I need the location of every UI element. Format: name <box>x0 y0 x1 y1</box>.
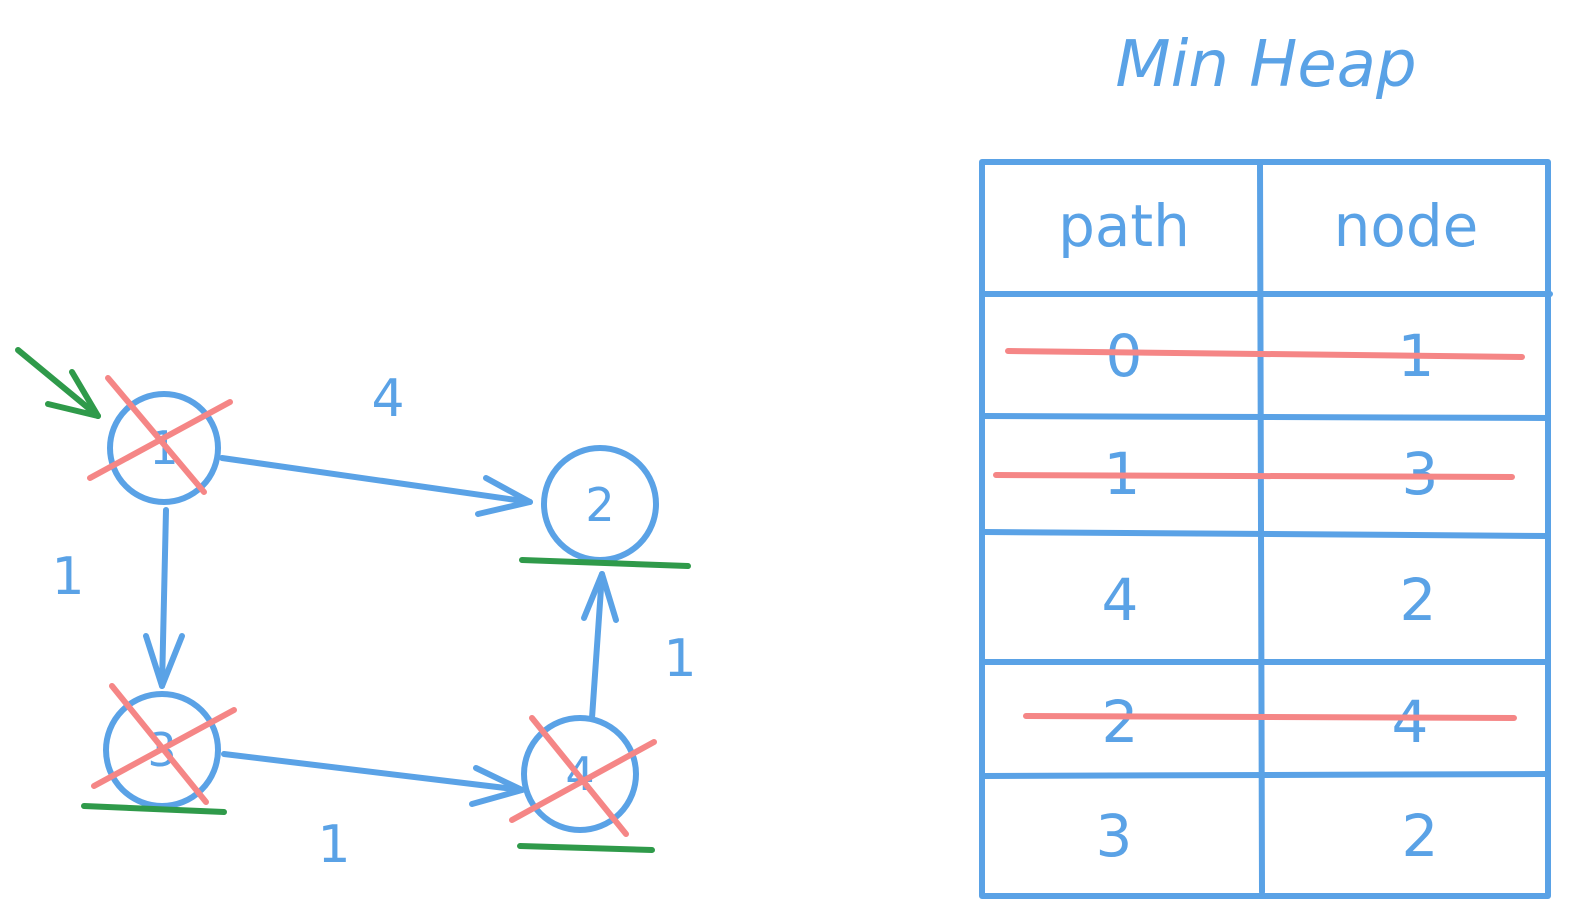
edge-3-4 <box>221 751 525 807</box>
graph-node-3: 3 <box>81 683 237 815</box>
heap-title: Min Heap <box>1115 28 1416 102</box>
edge-4-2 <box>581 571 619 721</box>
cross-mark <box>509 715 657 837</box>
cell-node: 2 <box>1402 802 1439 870</box>
heap-row: 0 1 <box>1005 322 1525 390</box>
heap-table-grid <box>979 159 1553 899</box>
strike-through <box>1005 348 1525 360</box>
heap-row: 3 2 <box>1096 802 1439 870</box>
heap-row: 2 4 <box>1023 688 1517 756</box>
visited-underline <box>517 843 655 853</box>
edge-1-2 <box>219 455 533 517</box>
cell-node: 4 <box>1392 688 1429 756</box>
strike-through <box>1023 713 1517 721</box>
graph-node-4: 4 <box>509 715 657 853</box>
column-header-path: path <box>1058 192 1190 260</box>
edge-weight-1-2: 4 <box>371 369 404 429</box>
heap-row: 1 3 <box>993 440 1515 508</box>
edge-weight-3-4: 1 <box>317 815 350 875</box>
visited-underline <box>519 557 691 569</box>
min-heap: Min Heap path node 0 1 1 3 <box>979 28 1553 899</box>
column-header-node: node <box>1334 192 1479 260</box>
edge-weight-4-2: 1 <box>663 629 696 689</box>
graph-node-1: 1 <box>87 375 233 505</box>
start-arrow <box>15 347 101 419</box>
cross-mark <box>87 375 233 495</box>
cross-mark <box>91 683 237 805</box>
cell-path: 0 <box>1106 322 1143 390</box>
cell-path: 2 <box>1102 688 1139 756</box>
cell-node: 2 <box>1400 566 1437 634</box>
edge-weight-1-3: 1 <box>51 547 84 607</box>
cell-path: 3 <box>1096 802 1133 870</box>
graph-node-2: 2 <box>519 445 691 569</box>
graph: 4 1 1 1 1 2 3 <box>15 347 697 875</box>
edge-1-3 <box>143 507 185 689</box>
heap-table-header: path node <box>1058 192 1478 260</box>
strike-through <box>993 472 1515 480</box>
heap-row: 4 2 <box>1102 566 1437 634</box>
cell-path: 4 <box>1102 566 1139 634</box>
node-label: 2 <box>585 478 614 532</box>
visited-underline <box>81 803 227 815</box>
